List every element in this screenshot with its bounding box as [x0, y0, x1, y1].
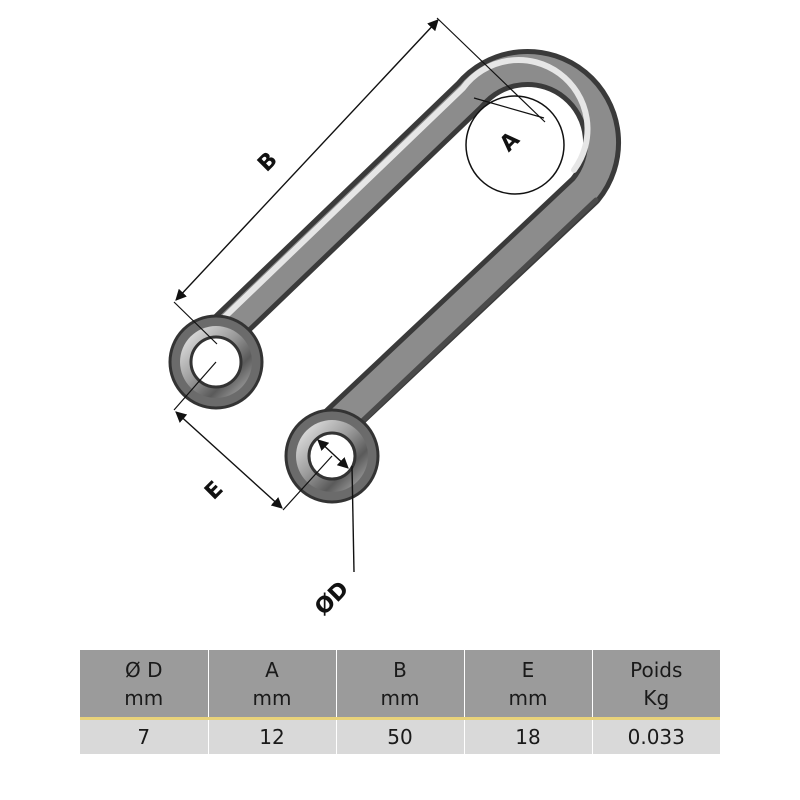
- dimension-b-extension-bottom: [173, 301, 218, 345]
- shackle-bar-shadow: [337, 197, 599, 445]
- dimension-d-label: ØD: [310, 577, 354, 621]
- dimension-a-line: [473, 97, 545, 119]
- dimension-a-circle: [465, 95, 565, 195]
- shackle-diagram: A B E ØD: [168, 17, 622, 621]
- cell-a: 12: [208, 717, 337, 754]
- dimension-b-extension-top: [436, 17, 546, 123]
- shackle-bar-highlight: [205, 57, 591, 336]
- cell-weight: 0.033: [592, 717, 720, 754]
- dimension-b-arrow: [175, 19, 439, 301]
- cell-diameter: 7: [80, 717, 209, 754]
- cell-e: 18: [464, 717, 593, 754]
- dimension-e-extension-left: [173, 361, 217, 411]
- dimension-e-arrow: [175, 411, 283, 509]
- cell-b: 50: [336, 717, 465, 754]
- dimension-e-label: E: [200, 477, 228, 505]
- table-row: 7 12 50 18 0.033: [80, 717, 720, 754]
- dimension-b-label: B: [253, 147, 283, 177]
- dimension-d-arrow: [317, 439, 349, 469]
- dimension-d-leader: [351, 465, 355, 573]
